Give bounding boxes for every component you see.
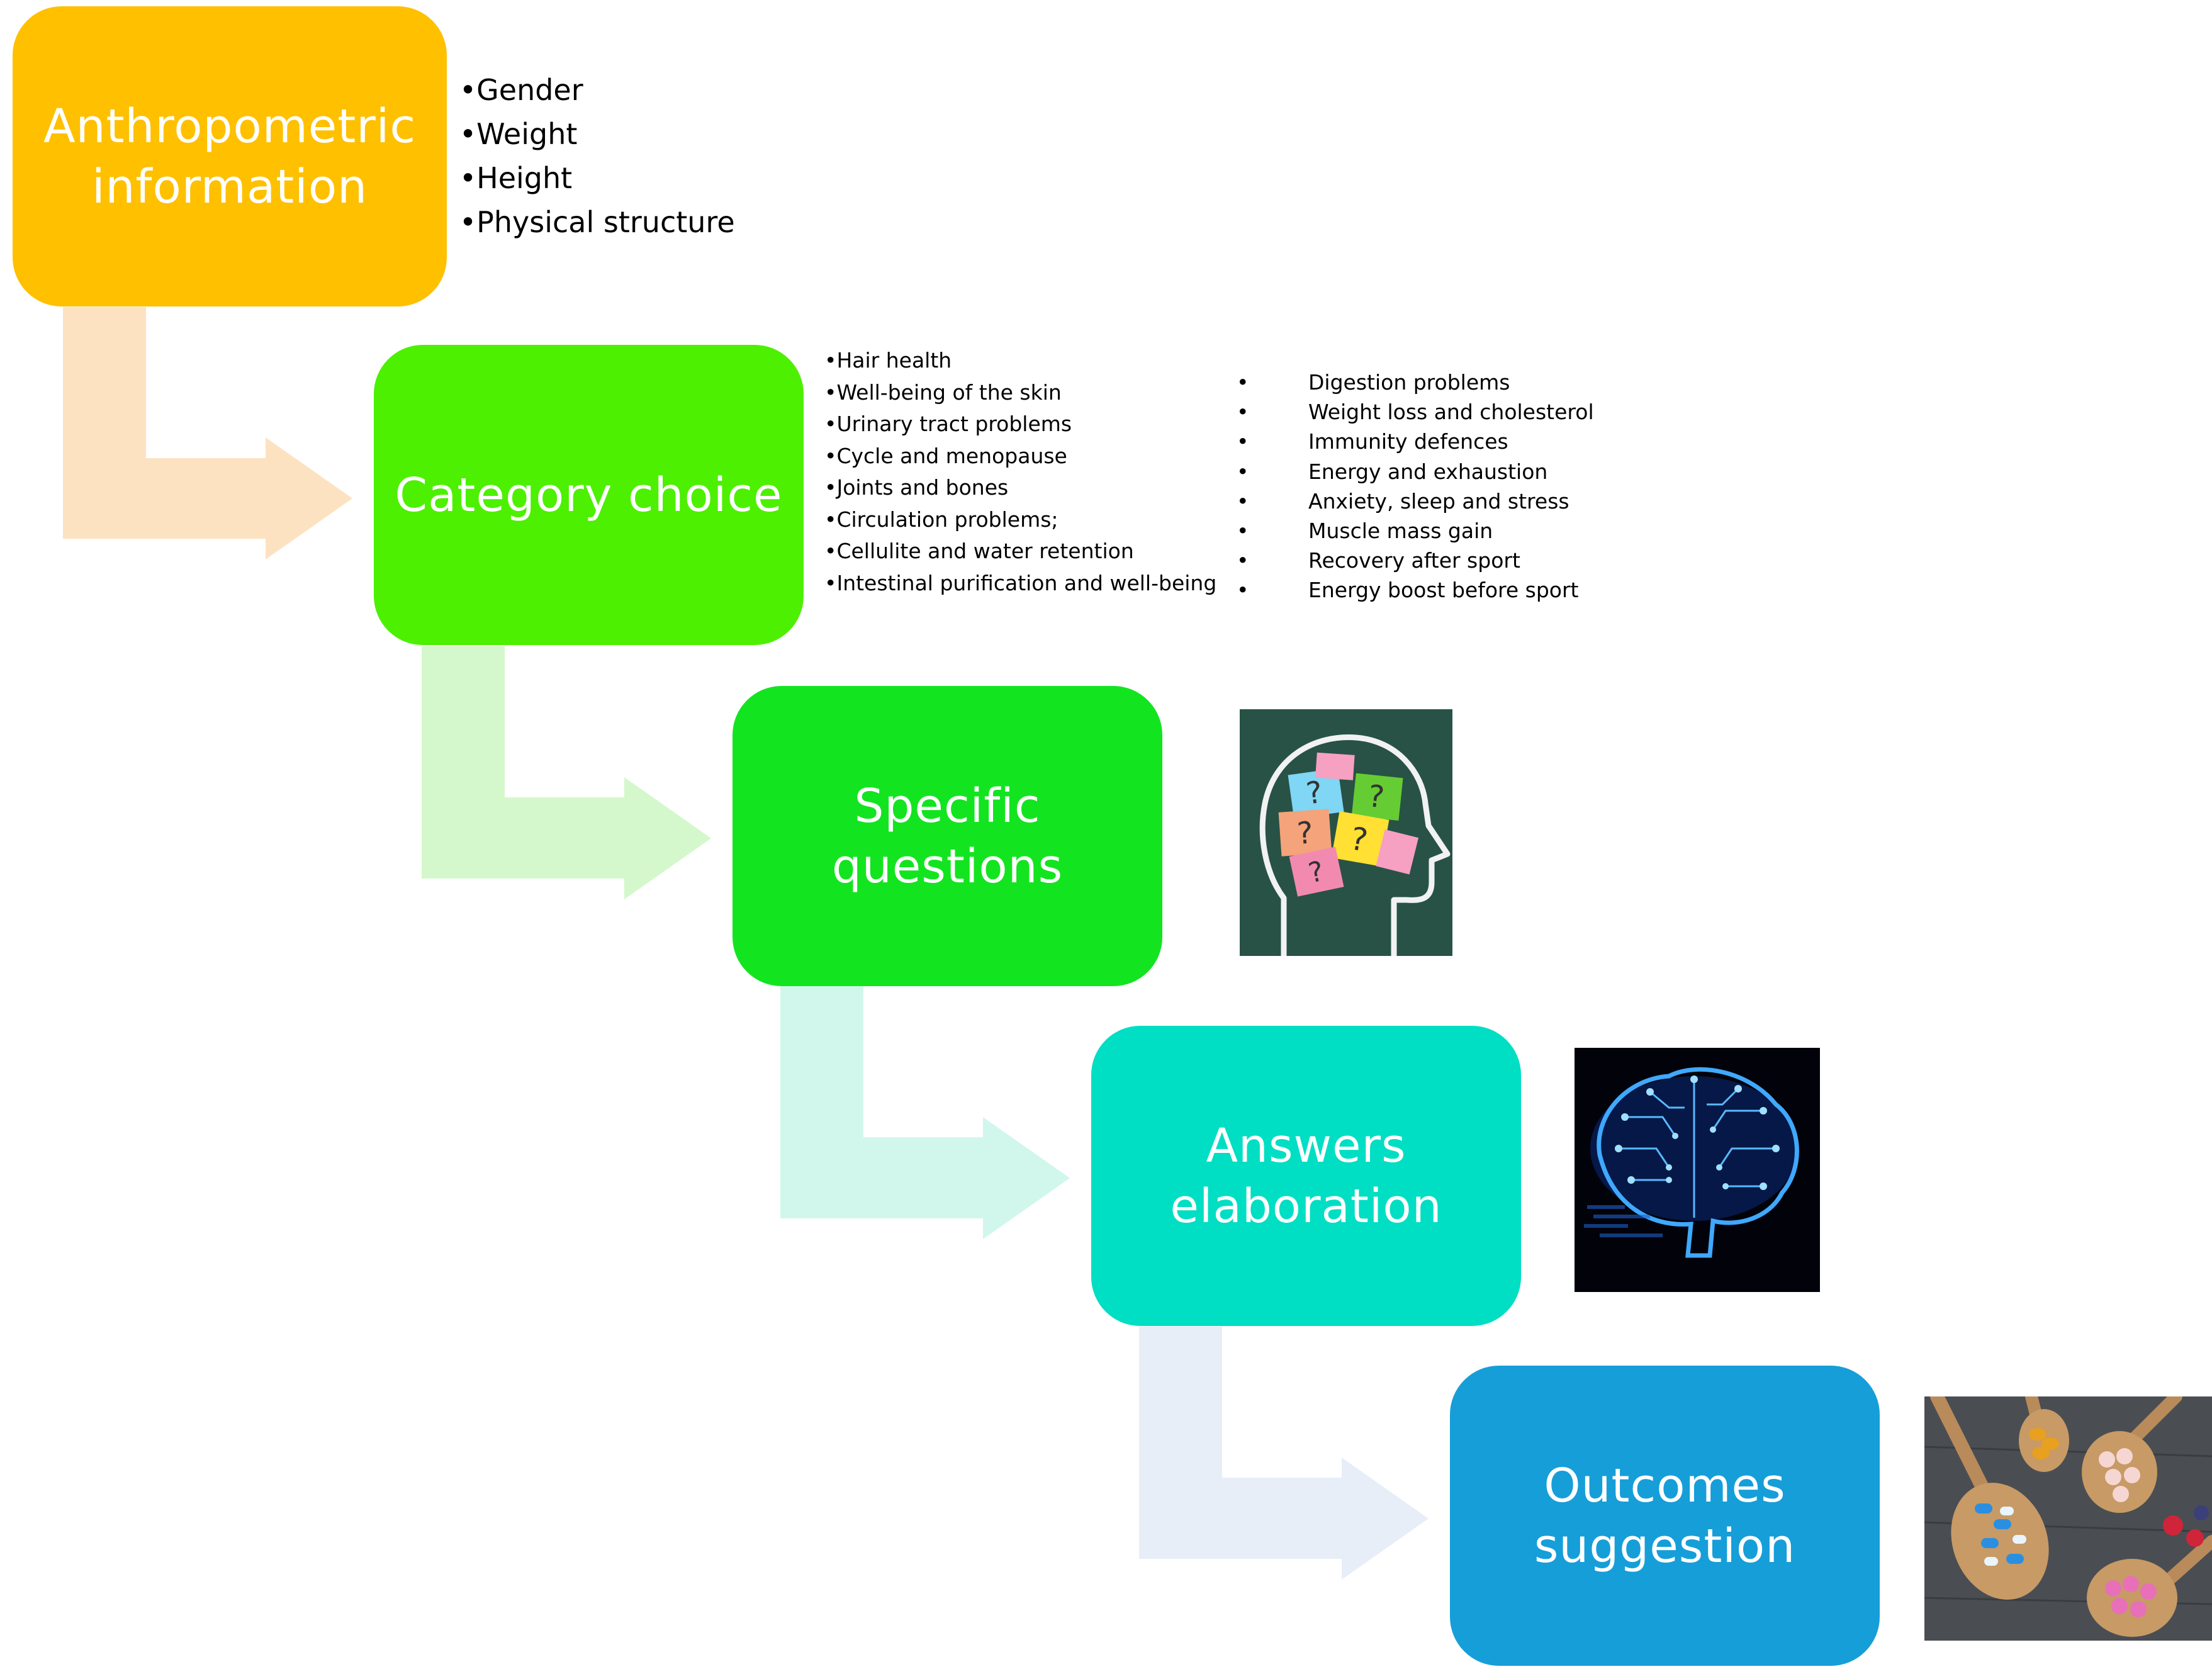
- list-item: •Joints and bones: [824, 475, 1009, 500]
- bullet-dot: •: [1237, 548, 1249, 573]
- flow-arrow-3: [780, 986, 1070, 1239]
- list-item: •Immunity defences: [1237, 427, 1594, 456]
- bullet-dot: •: [1237, 488, 1249, 514]
- flow-arrow-1: [63, 307, 352, 559]
- list-item: •Well-being of the skin: [824, 379, 1062, 405]
- step-label-line: suggestion: [1534, 1519, 1796, 1573]
- list-item: •Gender: [459, 73, 583, 107]
- circuit-brain-icon: [1575, 1048, 1820, 1292]
- step-outcomes-suggestion: Outcomes suggestion: [1450, 1366, 1880, 1666]
- list-item: •Hair health: [824, 348, 952, 373]
- list-item: •Physical structure: [459, 205, 735, 239]
- category-list-left: •Hair health •Well-being of the skin •Ur…: [824, 345, 1216, 599]
- bullet-dot: •: [1237, 400, 1249, 425]
- bullet-dot: •: [1237, 429, 1249, 454]
- step-specific-questions: Specific questions: [733, 686, 1162, 986]
- list-item: •Weight: [459, 117, 578, 151]
- list-item: •Recovery after sport: [1237, 546, 1594, 575]
- category-list-right: •Digestion problems •Weight loss and cho…: [1237, 368, 1594, 605]
- list-item: •Energy and exhaustion: [1237, 457, 1594, 486]
- head-with-question-notes-icon: ? ? ? ? ?: [1240, 709, 1452, 956]
- list-item: •Cellulite and water retention: [824, 539, 1134, 563]
- step-label-line: questions: [831, 839, 1064, 894]
- list-item: •Circulation problems;: [824, 507, 1058, 532]
- step-answers-elaboration: Answers elaboration: [1091, 1026, 1521, 1326]
- list-item: •Intestinal purification and well-being: [824, 570, 1217, 595]
- list-item: •Anxiety, sleep and stress: [1237, 486, 1594, 516]
- step-category-choice: Category choice: [374, 345, 804, 645]
- step-label-line: Category choice: [395, 468, 783, 522]
- svg-text:?: ?: [1366, 778, 1386, 815]
- step-label-line: Anthropometric: [43, 99, 417, 154]
- bullet-dot: •: [1237, 519, 1249, 544]
- anthropometric-list: •Gender •Weight •Height •Physical struct…: [459, 68, 735, 244]
- list-item: •Weight loss and cholesterol: [1237, 397, 1594, 427]
- list-item: •Height: [459, 161, 573, 195]
- step-label-line: Outcomes: [1544, 1458, 1786, 1513]
- list-item: •Urinary tract problems: [824, 412, 1072, 436]
- list-item: •Cycle and menopause: [824, 443, 1067, 468]
- flow-arrow-2: [422, 646, 711, 899]
- list-item: •Muscle mass gain: [1237, 516, 1594, 546]
- step-label-line: information: [91, 159, 368, 214]
- step-label-line: Specific: [854, 778, 1041, 833]
- pill-spoons-icon: [1924, 1396, 2212, 1641]
- svg-text:?: ?: [1296, 815, 1314, 851]
- step-label-line: elaboration: [1170, 1179, 1442, 1233]
- flow-arrow-4: [1139, 1327, 1429, 1580]
- list-item: •Energy boost before sport: [1237, 575, 1594, 605]
- bullet-dot: •: [1237, 578, 1249, 603]
- list-item: •Digestion problems: [1237, 368, 1594, 397]
- step-label-line: Answers: [1206, 1118, 1406, 1173]
- bullet-dot: •: [1237, 459, 1249, 484]
- bullet-dot: •: [1237, 370, 1249, 395]
